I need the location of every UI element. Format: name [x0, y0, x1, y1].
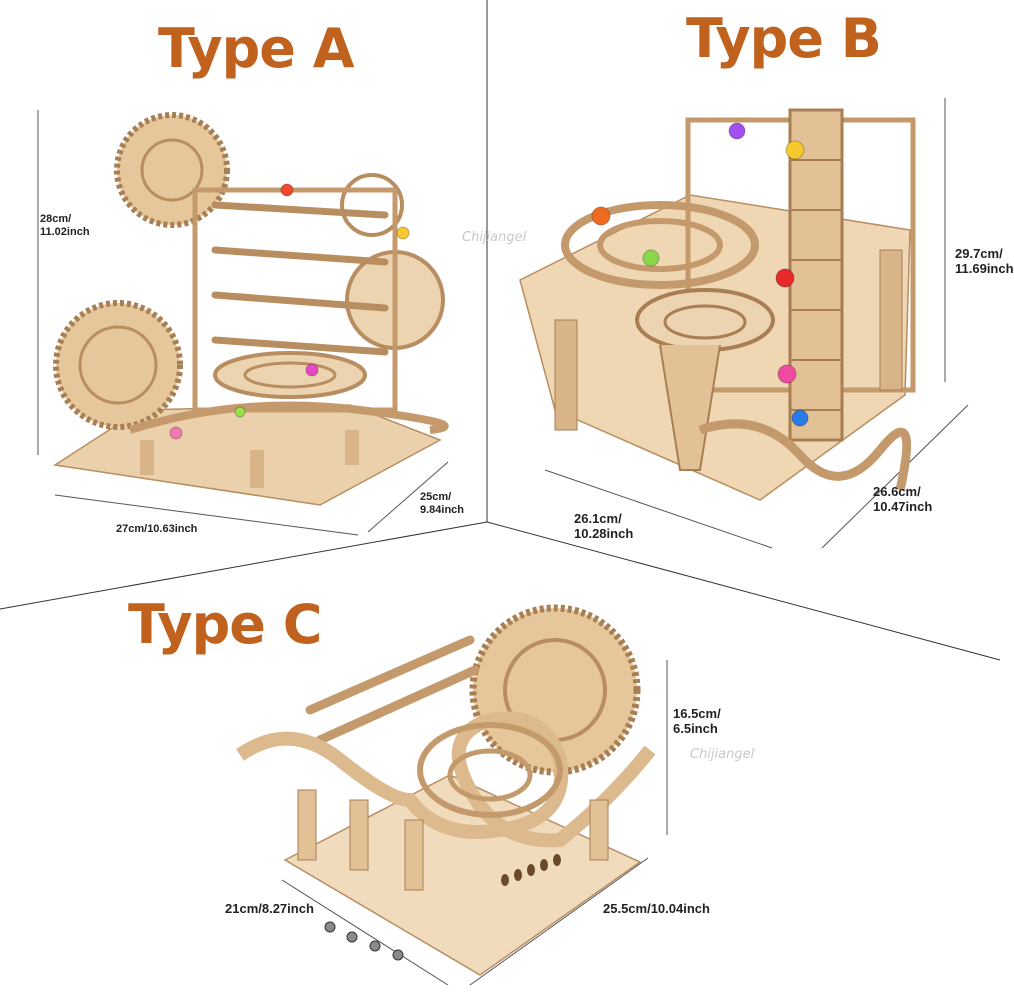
marble — [777, 364, 797, 384]
type-b-chain-tower — [788, 108, 844, 442]
marble — [392, 949, 404, 961]
type-c-title: Type C — [128, 593, 322, 656]
marble — [642, 249, 660, 267]
marble — [169, 426, 183, 440]
type-a-ramps — [211, 201, 389, 356]
type-c-base — [283, 774, 642, 976]
type-a-depth-line — [367, 461, 449, 533]
marble — [775, 268, 795, 288]
divider-right — [486, 521, 1001, 661]
marble — [396, 226, 410, 240]
type-b-depth-line — [821, 404, 969, 549]
type-c-steel-balls — [324, 921, 404, 961]
marble — [591, 206, 611, 226]
type-b-width-label: 26.1cm/ 10.28inch — [574, 511, 634, 541]
marble — [369, 940, 381, 952]
type-b-title: Type B — [686, 7, 882, 70]
type-a-depth-label: 25cm/ 9.84inch — [420, 491, 465, 516]
marble — [280, 183, 294, 197]
type-a-width-label: 27cm/10.63inch — [116, 523, 198, 535]
type-c-width-label: 21cm/8.27inch — [225, 901, 314, 916]
marble — [305, 363, 319, 377]
type-b-depth-label: 26.6cm/ 10.47inch — [873, 484, 933, 514]
type-a-width-line — [54, 494, 359, 536]
type-a-frame — [192, 187, 398, 413]
marble — [346, 931, 358, 943]
type-a-spiral — [213, 351, 367, 399]
type-c-depth-label: 25.5cm/10.04inch — [603, 901, 710, 916]
type-b-marbles — [591, 122, 809, 427]
divider-left — [0, 521, 488, 610]
type-b-width-line — [544, 469, 773, 549]
type-c-base-holes — [501, 854, 561, 886]
type-c-ramps — [305, 635, 480, 745]
type-b-spiral-track — [561, 201, 759, 289]
type-c-width-line — [281, 879, 449, 986]
type-c-spiral — [417, 722, 563, 818]
type-a-height-label: 28cm/ 11.02inch — [40, 213, 90, 238]
marble — [728, 122, 746, 140]
watermark-b: Chijiangel — [462, 230, 527, 245]
marble — [791, 409, 809, 427]
type-a-gear-left — [53, 300, 183, 430]
marble — [324, 921, 336, 933]
marble — [234, 406, 246, 418]
type-a-gear-top — [114, 112, 230, 228]
type-a-marbles — [169, 183, 410, 440]
type-b-lower-track — [698, 419, 912, 491]
watermark-c: Chijiangel — [690, 747, 755, 762]
type-a-title: Type A — [158, 17, 354, 80]
type-c-height-label: 16.5cm/ 6.5inch — [673, 706, 721, 736]
type-b-height-label: 29.7cm/ 11.69inch — [955, 246, 1014, 276]
marble — [785, 140, 805, 160]
type-c-depth-line — [469, 857, 649, 986]
type-a-lower-track — [128, 401, 449, 434]
